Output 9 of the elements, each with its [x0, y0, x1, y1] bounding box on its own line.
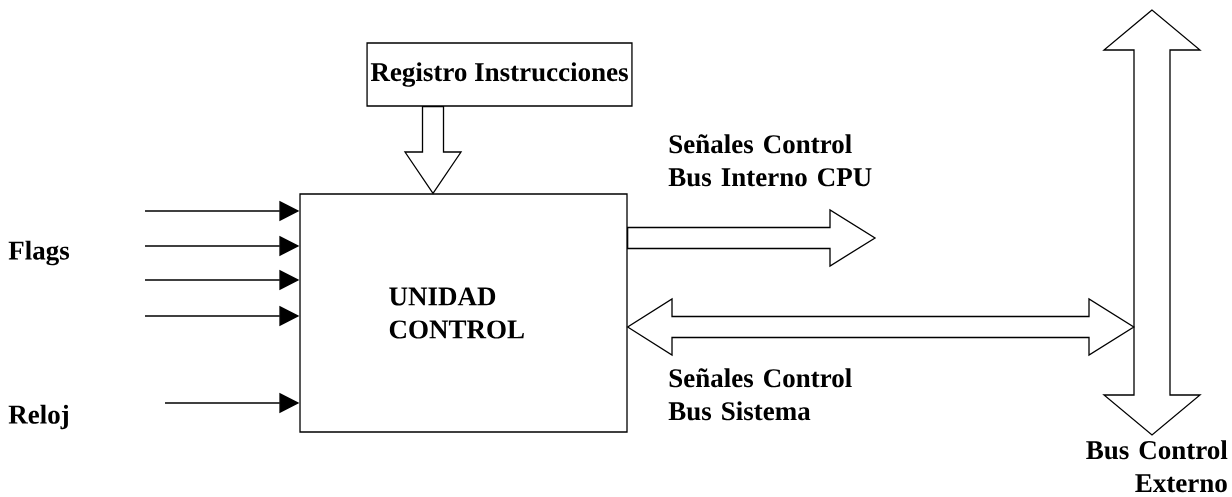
bus-label: Bus Control Externo — [1086, 440, 1228, 493]
block-arrow — [627, 208, 877, 268]
edge-label: Señales Control Bus Interno CPU — [668, 134, 872, 187]
register-box: Registro Instrucciones — [366, 42, 633, 107]
edge-label: Señales Control Bus Sistema — [668, 368, 852, 421]
signal-label: Flags — [8, 240, 70, 266]
signal-label: Reloj — [8, 404, 68, 430]
control-unit-box: UNIDAD CONTROL — [299, 193, 628, 433]
block-arrow — [403, 106, 463, 195]
